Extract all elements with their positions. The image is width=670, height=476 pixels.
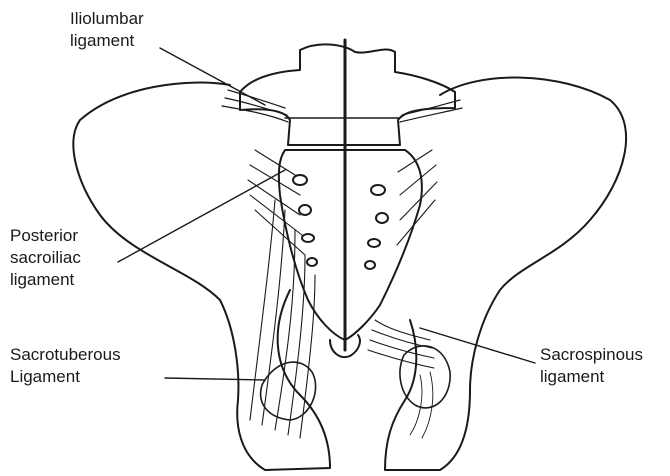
label-sacrospinous-ligament: Sacrospinous ligament bbox=[540, 344, 643, 388]
label-line: Sacrotuberous bbox=[10, 344, 121, 366]
sacrotuberous-fibers bbox=[250, 200, 315, 438]
label-line: Sacrospinous bbox=[540, 344, 643, 366]
label-line: Ligament bbox=[10, 366, 121, 388]
lumbar-vertebra bbox=[240, 44, 455, 145]
label-line: ligament bbox=[540, 366, 643, 388]
label-line: ligament bbox=[10, 269, 81, 291]
label-line: Iliolumbar bbox=[70, 8, 144, 30]
sacrum bbox=[279, 150, 422, 340]
label-line: Posterior bbox=[10, 225, 81, 247]
label-iliolumbar-ligament: Iliolumbar ligament bbox=[70, 8, 144, 52]
iliolumbar-fibers bbox=[222, 90, 462, 122]
label-line: sacroiliac bbox=[10, 247, 81, 269]
right-ilium bbox=[385, 78, 626, 470]
leader-iliolumbar bbox=[160, 48, 265, 105]
label-posterior-sacroiliac-ligament: Posterior sacroiliac ligament bbox=[10, 225, 81, 291]
label-sacrotuberous-ligament: Sacrotuberous Ligament bbox=[10, 344, 121, 388]
leader-posterior-sacroiliac bbox=[118, 170, 285, 262]
label-line: ligament bbox=[70, 30, 144, 52]
right-obturator bbox=[400, 346, 450, 408]
leader-sacrotuberous bbox=[165, 378, 265, 380]
leader-sacrospinous bbox=[420, 328, 535, 363]
